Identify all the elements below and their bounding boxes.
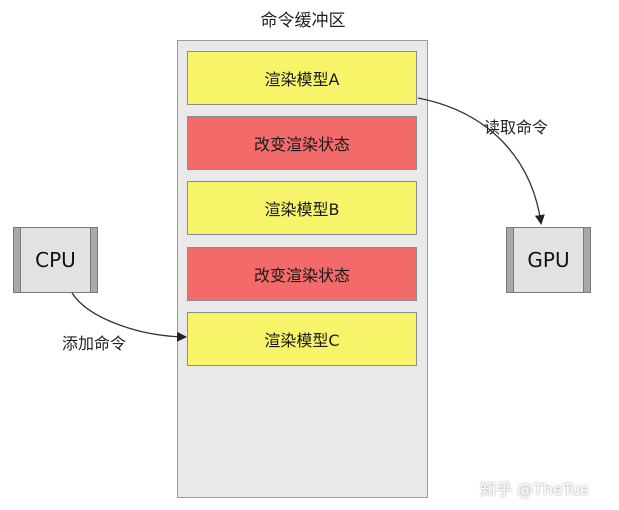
cpu-node: CPU — [13, 227, 98, 293]
command-change-render-state-2: 改变渲染状态 — [187, 247, 417, 301]
cpu-right-bar — [90, 227, 98, 293]
add-command-label: 添加命令 — [62, 334, 127, 353]
gpu-right-bar — [583, 227, 591, 293]
cpu-label: CPU — [35, 248, 76, 272]
cpu-left-bar — [13, 227, 21, 293]
read-command-arrow — [417, 97, 545, 225]
command-render-model-b: 渲染模型B — [187, 181, 417, 235]
zhihu-watermark: 知乎 @TheTus — [480, 480, 589, 499]
command-buffer-title: 命令缓冲区 — [260, 11, 346, 31]
add-command-arrow — [71, 292, 187, 342]
gpu-label: GPU — [527, 248, 570, 272]
gpu-left-bar — [506, 227, 514, 293]
command-render-model-a: 渲染模型A — [187, 51, 417, 105]
gpu-node: GPU — [506, 227, 591, 293]
command-render-model-c: 渲染模型C — [187, 312, 417, 366]
read-command-label: 读取命令 — [484, 118, 549, 137]
command-change-render-state-1: 改变渲染状态 — [187, 116, 417, 170]
